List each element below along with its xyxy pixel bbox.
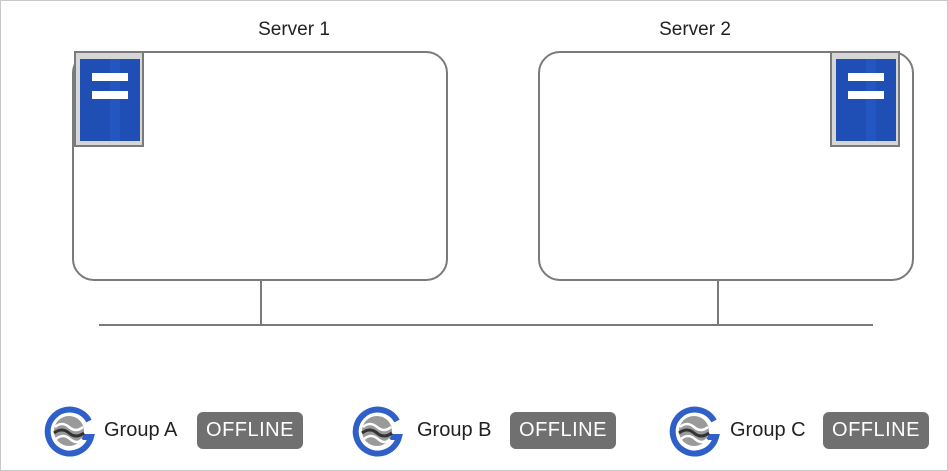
server-icon bbox=[80, 59, 140, 141]
server-1-title: Server 1 bbox=[258, 19, 330, 40]
server-icon bbox=[836, 59, 896, 141]
cluster-group-icon bbox=[352, 406, 403, 457]
cluster-group-icon bbox=[669, 406, 720, 457]
server-1-network-link bbox=[260, 281, 262, 325]
group-a-status-badge: OFFLINE bbox=[197, 412, 303, 449]
server-2-title: Server 2 bbox=[659, 19, 731, 40]
cluster-group-icon bbox=[44, 406, 95, 457]
group-c-label: Group C bbox=[730, 419, 806, 441]
network-bus-line bbox=[99, 324, 873, 326]
server-1-icon bbox=[74, 51, 144, 147]
group-b-label: Group B bbox=[417, 419, 492, 441]
group-b-status-badge: OFFLINE bbox=[510, 412, 616, 449]
server-2-icon bbox=[830, 51, 900, 147]
group-c-status-badge: OFFLINE bbox=[823, 412, 929, 449]
group-a-label: Group A bbox=[104, 419, 178, 441]
server-2-network-link bbox=[717, 281, 719, 325]
